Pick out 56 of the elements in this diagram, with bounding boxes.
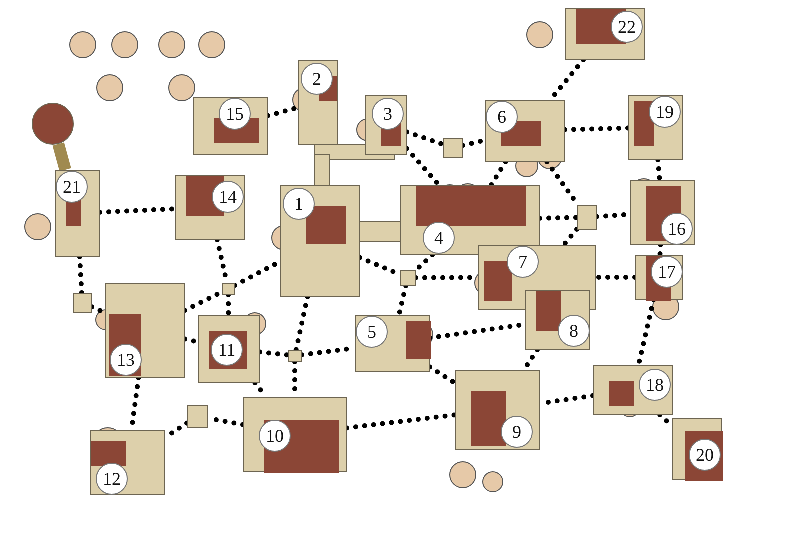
room-number: 8 [558, 315, 590, 347]
dotted-path [396, 284, 409, 318]
map-room [455, 370, 540, 450]
dotted-path [226, 292, 232, 318]
map-room [593, 365, 673, 415]
junction-square [288, 350, 302, 362]
junction-square [187, 405, 208, 428]
map-room [193, 97, 268, 155]
room-number: 17 [651, 256, 683, 288]
map-room [565, 8, 645, 60]
map-room [400, 185, 540, 255]
room-number: 6 [486, 101, 518, 133]
room-number: 3 [372, 98, 404, 130]
map-room [280, 185, 360, 297]
dotted-path [489, 160, 508, 188]
map-room [485, 100, 565, 162]
dotted-path [77, 254, 84, 296]
map-room [365, 95, 407, 155]
room-number: 4 [423, 222, 455, 254]
dotted-path [562, 227, 580, 248]
room-number: 21 [56, 171, 88, 203]
map-room [628, 95, 683, 160]
map-room [355, 315, 430, 372]
room-number: 9 [501, 416, 533, 448]
room-number: 2 [301, 63, 333, 95]
junction-square [222, 283, 235, 295]
map-room [175, 175, 245, 240]
map-room [55, 170, 100, 257]
room-number: 5 [356, 316, 388, 348]
room-number: 18 [639, 369, 671, 401]
room-number: 19 [649, 96, 681, 128]
room-number: 7 [507, 246, 539, 278]
round-room [32, 103, 74, 145]
room-number: 15 [219, 98, 251, 130]
map-room [298, 60, 338, 145]
map-room [672, 418, 722, 480]
dotted-path [658, 242, 664, 258]
junction-square [73, 293, 92, 313]
room-number: 22 [611, 11, 643, 43]
junction-square [443, 138, 463, 158]
map-room [630, 180, 695, 245]
map-room [105, 283, 185, 378]
map-room [243, 397, 347, 472]
map-room [198, 315, 260, 383]
room-number: 12 [96, 463, 128, 495]
map-room [90, 430, 165, 495]
room-number: 16 [661, 213, 693, 245]
room-number: 14 [212, 181, 244, 213]
junction-square [400, 270, 416, 286]
dotted-path [656, 158, 662, 182]
map-room [635, 255, 683, 300]
map-room [525, 290, 590, 350]
trail-path [52, 142, 72, 172]
room-number: 1 [283, 188, 315, 220]
dotted-path [294, 294, 310, 352]
junction-square [577, 205, 597, 230]
